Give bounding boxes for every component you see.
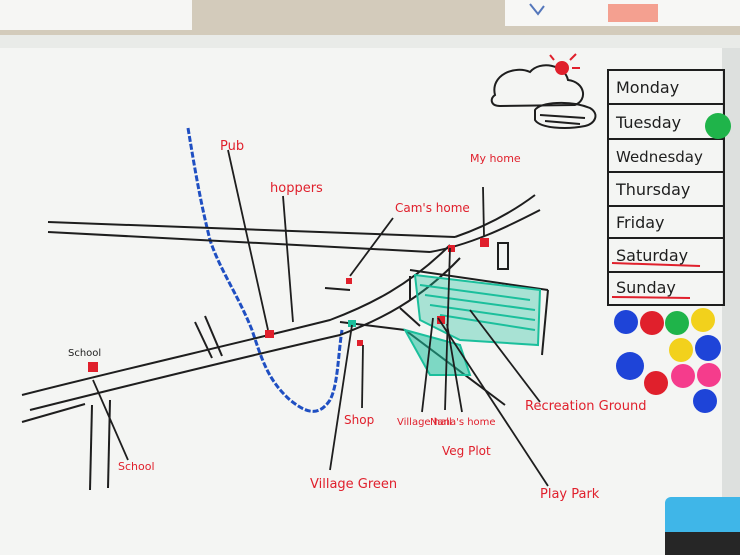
whiteboard-surface	[0, 48, 722, 555]
label-village-hall: Village hall	[397, 417, 452, 428]
map-labels: Pub hoppers Cam's home My home School Sc…	[68, 139, 646, 502]
magnet-green-tuesday	[705, 113, 731, 139]
day-sunday: Sunday	[616, 278, 676, 297]
board-edge	[722, 48, 740, 555]
day-tuesday: Tuesday	[615, 113, 681, 132]
label-recreation-ground: Recreation Ground	[525, 399, 646, 414]
cams-home-marker	[346, 278, 352, 284]
eraser-handle	[665, 532, 740, 555]
label-shop: Shop	[344, 413, 374, 427]
label-my-home: My home	[470, 152, 521, 165]
paper-doodle-orange	[608, 4, 658, 22]
days-table	[607, 69, 725, 306]
label-hoppers: hoppers	[270, 181, 323, 196]
paper-doodle-blue	[529, 3, 545, 16]
map-markers	[88, 238, 509, 372]
paper-sheet-left	[0, 0, 192, 30]
day-saturday: Saturday	[616, 246, 688, 265]
shop-marker	[357, 340, 363, 346]
day-friday: Friday	[616, 213, 665, 232]
day-monday: Monday	[616, 78, 679, 97]
magnets	[614, 308, 721, 413]
label-village-green: Village Green	[310, 477, 397, 492]
day-thursday: Thursday	[615, 180, 690, 199]
label-cams-home: Cam's home	[395, 201, 470, 215]
day-wednesday: Wednesday	[616, 148, 703, 166]
board-eraser	[665, 497, 740, 542]
my-home-marker	[480, 238, 489, 247]
label-play-park: Play Park	[540, 487, 600, 502]
label-arrows	[92, 149, 549, 487]
label-veg-plot: Veg Plot	[442, 444, 491, 458]
pub-marker	[265, 330, 274, 338]
sun-icon	[549, 53, 580, 75]
sunday-underline	[611, 296, 691, 299]
village-hall-marker	[437, 316, 445, 324]
days-list: Monday Tuesday Wednesday Thursday Friday…	[615, 78, 703, 297]
label-school-top: School	[68, 348, 101, 359]
nanas-home-marker	[448, 245, 455, 252]
village-green-marker	[348, 320, 356, 327]
label-nanas-home: Nana's home	[430, 417, 496, 428]
church-icon	[497, 242, 509, 270]
saturday-underline	[611, 262, 701, 267]
cloud-icon	[490, 64, 597, 129]
school-marker	[88, 362, 98, 372]
river	[186, 127, 344, 413]
label-pub: Pub	[220, 139, 244, 154]
label-school-bottom: School	[118, 460, 155, 473]
